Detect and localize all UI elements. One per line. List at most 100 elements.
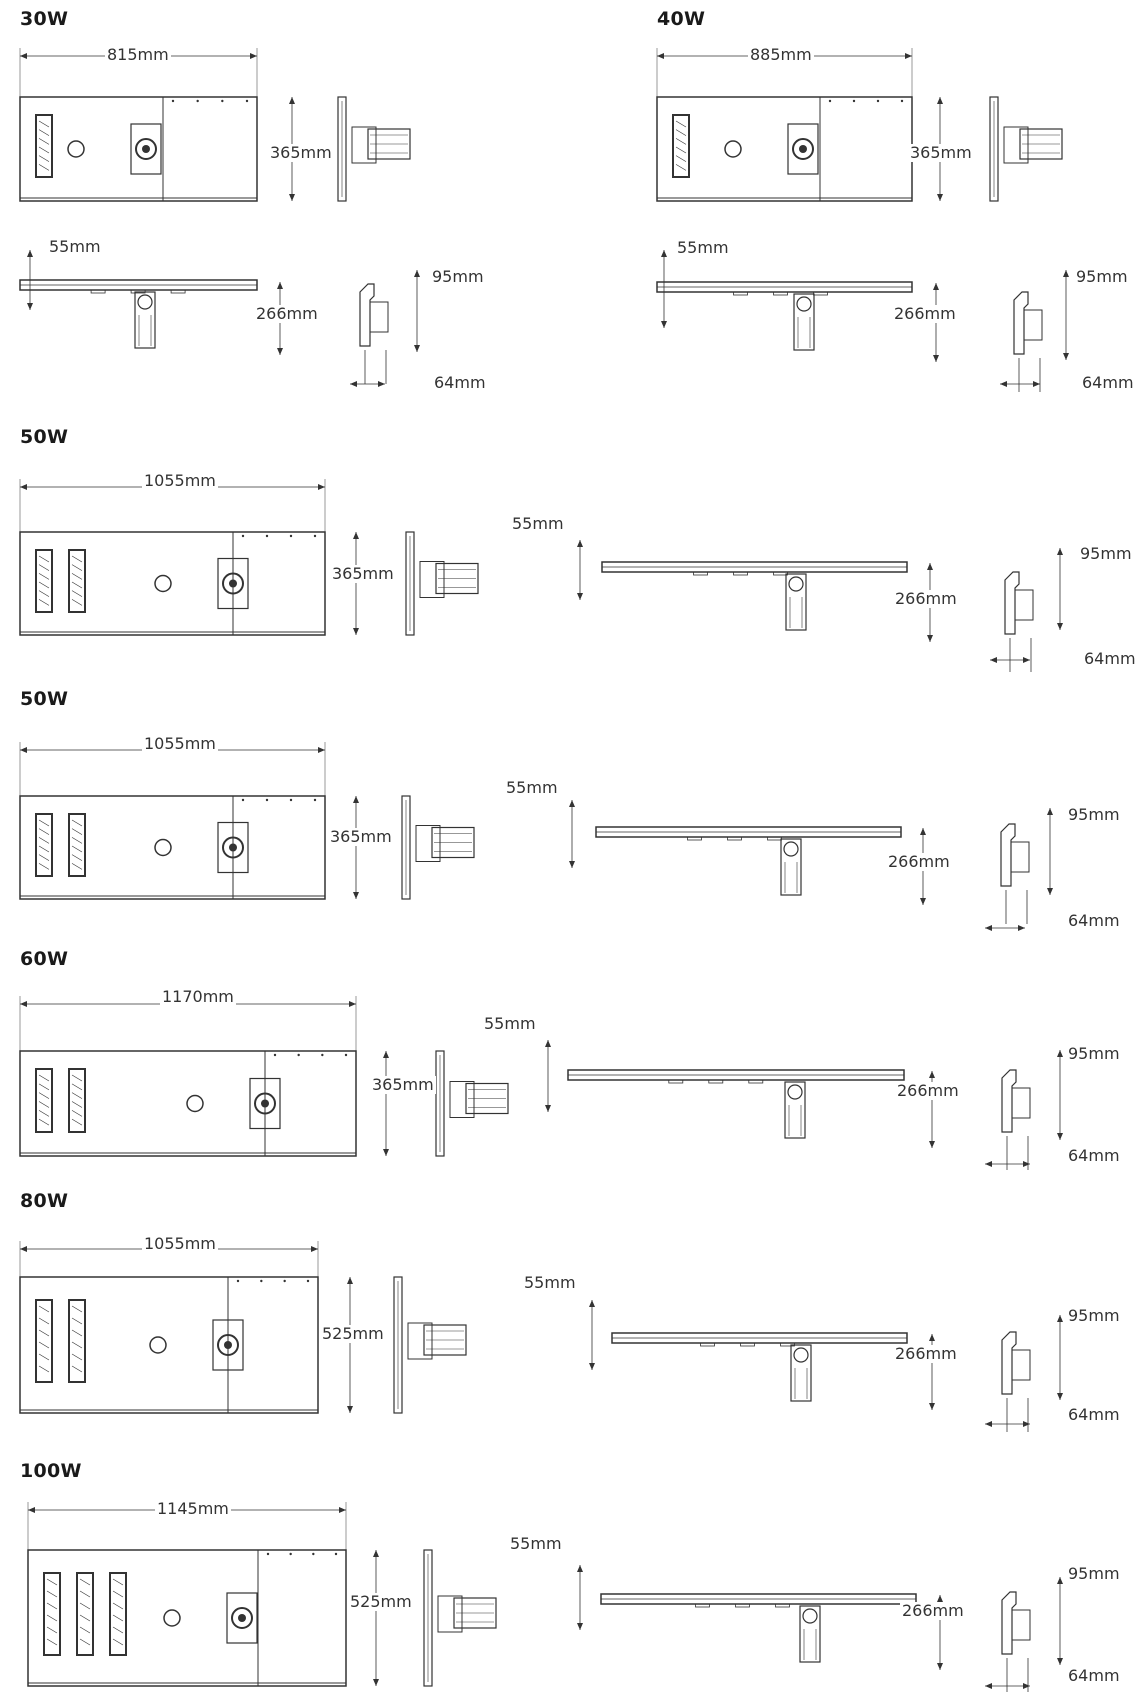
lamp-1-front-led-bump [733,291,748,296]
lamp-3-top-led-hatch [71,863,83,870]
lamp-6-thickness-dim-arrow-start [577,1565,583,1572]
lamp-2-top-rivet [313,534,317,538]
lamp-5-top-led-hatch [38,1341,50,1349]
lamp-5-top-rivet [283,1279,286,1283]
lamp-4-bracket-bracket-box [1011,1087,1031,1119]
thickness-label-80w: 55mm [522,1273,578,1292]
lamp-2-top-rivet [289,534,293,538]
lamp-4-top-led-hatch [38,1118,50,1126]
lamp-2-depth-dim-arrow-end [353,628,359,635]
lamp-6-top-led-hatch [46,1614,58,1622]
lamp-4-top-led-panel [68,1068,86,1133]
bracket-h-label-60w: 95mm [1066,1044,1122,1063]
lamp-5-width-dim-arrow-end [311,1246,318,1252]
lamp-6-front-led-bump [735,1603,750,1608]
thickness-label-30w: 55mm [47,237,103,256]
lamp-4-bracket-bracket-profile [1001,1069,1017,1133]
lamp-5-top-mount-center [224,1341,232,1349]
lamp-6-front-arm [799,1605,821,1663]
lamp-2-top-sensor-icon [154,574,172,593]
lamp-3-top-led-panel [68,813,86,877]
lamp-6-top-rivet [266,1552,270,1556]
lamp-5-depth-dim-arrow-end [347,1406,353,1413]
lamp-2-top-rivet [241,534,245,538]
lamp-0-top-led-hatch [38,155,50,162]
lamp-2-top-led-hatch [38,555,50,563]
section-title-100w: 100W [20,1460,82,1482]
lamp-5-arm-dim-arrow-start [929,1334,935,1341]
lamp-3-top-led-hatch [38,845,50,853]
lamp-5-top-mount-plate [212,1319,244,1371]
lamp-4-top-led-hatch [71,1101,83,1108]
lamp-4-width-dim-arrow-start [20,1001,27,1007]
lamp-4-top-rivet [344,1053,348,1057]
lamp-2-top-led-panel [68,549,86,613]
lamp-1-top-led-hatch [675,155,687,162]
lamp-1-side-panel-edge [989,96,999,202]
lamp-2-top-led-hatch [71,573,83,580]
lamp-0-bracket-w-dim-arrow-start [350,381,357,387]
lamp-6-top-led-hatch [46,1638,58,1646]
lamp-0-side-pole-clamp [367,128,411,160]
lamp-1-top-rivet [876,99,880,103]
bracket-h-label-50w-b: 95mm [1066,805,1122,824]
lamp-5-top-rivet [306,1279,310,1283]
lamp-1-top-body [656,96,913,202]
lamp-2-front-arm-knuckle [788,576,804,592]
lamp-5-front-arm-knuckle [793,1347,809,1363]
thickness-label-40w: 55mm [675,238,731,257]
lamp-3-side-pole-clamp [431,826,475,859]
lamp-6-top-led-panel [43,1572,61,1656]
lamp-6-top-led-hatch [79,1614,91,1622]
lamp-3-top-rivet [241,798,245,802]
lamp-1-top-mount-center [799,145,807,153]
arm-label-100w: 266mm [900,1601,966,1620]
lamp-4-front-arm-knuckle [787,1084,803,1100]
lamp-4-depth-dim-arrow-end [383,1149,389,1156]
lamp-1-top-led-hatch [675,129,687,136]
lamp-6-bracket-w-dim-arrow-start [985,1683,992,1689]
lamp-1-side-pole-clamp [1019,128,1063,160]
lamp-5-top-led-hatch [38,1317,50,1325]
lamp-0-top-led-hatch [38,138,50,145]
lamp-1-top-mount-plate [787,123,819,175]
lamp-4-top-led-hatch [71,1092,83,1099]
lamp-6-top-led-panel [76,1572,94,1656]
lamp-5-front-led-bump [700,1342,715,1347]
lamp-6-arm-dim-arrow-end [937,1663,943,1670]
lamp-2-top-led-hatch [38,564,50,571]
lamp-2-top-rivet [265,534,269,538]
lamp-4-width-dim-arrow-end [349,1001,356,1007]
lamp-1-top-rivet [852,99,856,103]
lamp-6-depth-dim-arrow-end [373,1679,379,1686]
lamp-2-top-mount-center [229,579,237,588]
lamp-5-top-led-hatch [38,1353,50,1361]
lamp-3-bracket-bracket-box [1010,841,1030,873]
lamp-3-top-led-hatch [38,837,50,844]
lamp-4-arm-dim-arrow-start [929,1071,935,1078]
lamp-6-top-sensor-icon [163,1609,181,1627]
lamp-1-bracket-w-dim-arrow-end [1033,381,1040,387]
width-label-100w: 1145mm [155,1499,231,1518]
lamp-1-bracket-w-dim-arrow-start [1000,381,1007,387]
width-label-60w: 1170mm [160,987,236,1006]
section-title-80w: 80W [20,1190,69,1212]
lamp-3-top-mount-plate [217,821,249,874]
lamp-0-top-led-panel [35,114,53,178]
arm-label-40w: 266mm [892,304,958,323]
lamp-3-thickness-dim-arrow-start [569,800,575,807]
lamp-5-depth-dim-arrow-start [347,1277,353,1284]
lamp-2-top-led-hatch [38,590,50,597]
depth-label-50w-a: 365mm [330,564,396,583]
lamp-3-thickness-dim-arrow-end [569,861,575,868]
lamp-3-bracket-w-dim-arrow-start [985,925,992,931]
lamp-5-bracket-h-dim-arrow-end [1057,1393,1063,1400]
lamp-6-top-led-hatch [46,1590,58,1598]
bracket-w-label-60w: 64mm [1066,1146,1122,1165]
lamp-5-bracket-w-dim-arrow-end [1023,1421,1030,1427]
lamp-6-top-led-hatch [46,1626,58,1634]
lamp-6-top-led-hatch [112,1602,124,1610]
lamp-6-top-mount-plate [226,1592,258,1644]
depth-label-60w: 365mm [370,1075,436,1094]
lamp-6-bracket-bracket-box [1011,1609,1031,1641]
